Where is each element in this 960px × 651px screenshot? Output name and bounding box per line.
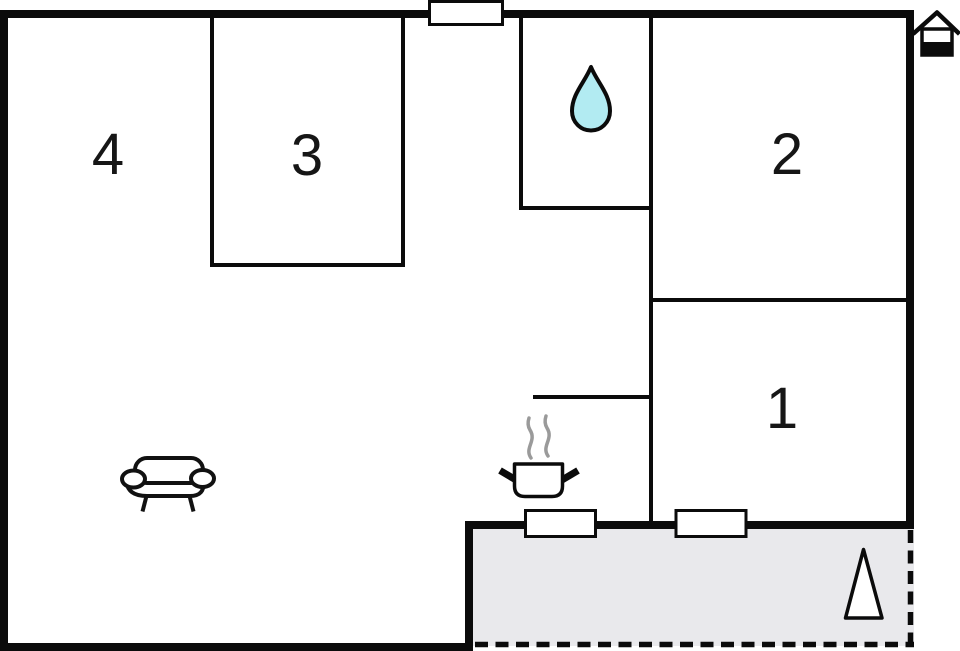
water-drop-shape — [570, 65, 612, 133]
door-openings — [428, 0, 748, 538]
wall-outer-right — [906, 10, 914, 528]
house-body-lower — [922, 42, 952, 55]
wall-bathroom-bottom — [519, 206, 653, 210]
wall-hallway-vertical — [649, 14, 653, 523]
pot-body — [512, 462, 565, 499]
sofa-armrest-right — [189, 468, 216, 489]
room-2-label: 2 — [771, 122, 803, 187]
entry-door-top — [428, 0, 504, 26]
room-4-label: 4 — [92, 122, 124, 187]
steam-wave-left — [526, 416, 534, 460]
sofa-armrest-left — [120, 468, 147, 490]
wall-bathroom-left — [519, 14, 523, 210]
house-body-outline — [920, 27, 954, 57]
house-roof — [911, 10, 960, 36]
sofa-icon — [120, 456, 216, 512]
wall-outer-left — [0, 10, 8, 651]
wall-room3-right — [401, 14, 405, 267]
terrace-door-left — [524, 509, 597, 538]
water-drop-icon — [570, 65, 612, 133]
steam-wave-right — [543, 414, 551, 458]
room-3-label: 3 — [291, 123, 323, 188]
wall-terrace-left — [465, 521, 473, 651]
cooking-pot-icon — [498, 414, 580, 499]
wall-room3-bottom — [210, 263, 405, 267]
room-1-label: 1 — [766, 376, 798, 441]
terrace-door-right — [674, 509, 748, 538]
terrace-area — [469, 525, 914, 646]
sofa-leg-right — [187, 495, 196, 512]
terrace — [469, 525, 914, 648]
terrace-dashed-borders — [475, 530, 914, 648]
wall-kitchen-stub — [533, 395, 651, 399]
pot-handle-right — [560, 467, 580, 484]
wall-room2-room1-divider — [651, 298, 914, 302]
wall-outer-bottom — [0, 643, 470, 651]
house-icon — [911, 10, 960, 57]
tree-shape — [843, 547, 884, 620]
wall-room3-left — [210, 14, 214, 267]
tree-icon — [843, 547, 884, 620]
room-labels: 4 3 2 1 — [92, 122, 803, 441]
sofa-leg-left — [140, 495, 149, 512]
steam-icon — [526, 414, 551, 460]
